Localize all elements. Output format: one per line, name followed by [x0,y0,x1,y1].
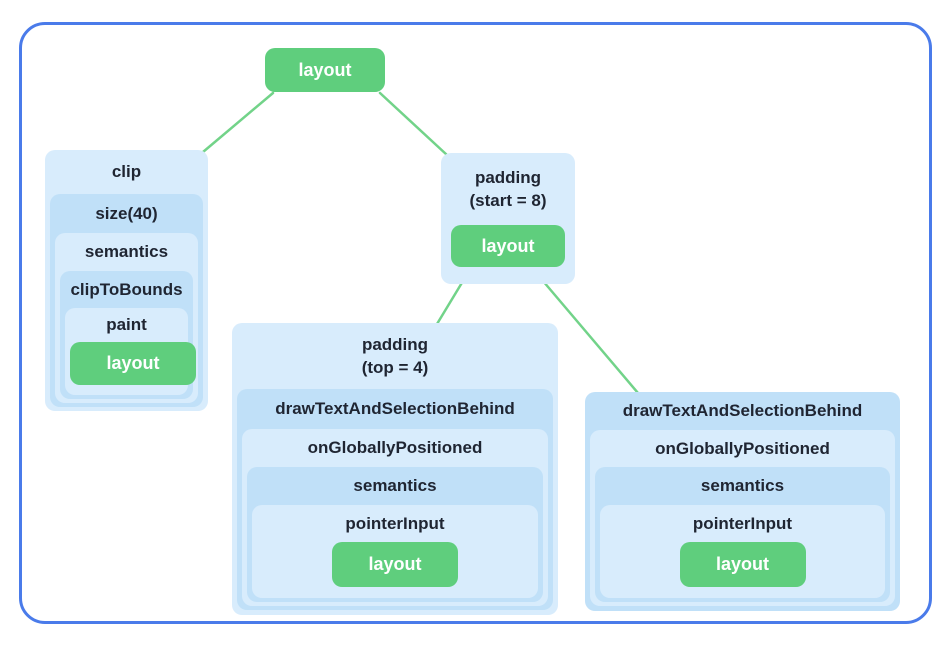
edge-root-to-clip [201,91,275,154]
node-pointerinput-right-label: pointerInput [692,513,793,533]
node-drawtext-mid: drawTextAndSelectionBehind onGloballyPos… [237,389,553,610]
node-layout-leaf-padding-top: layout [332,542,458,587]
edge-padding-start-to-drawtext [541,279,640,395]
node-padding-start-label: padding (start = 8) [446,153,570,225]
node-drawtext-mid-label: drawTextAndSelectionBehind [275,399,515,418]
node-padding-top-label: padding (top = 4) [237,323,553,389]
node-clip: clip size(40) semantics clipToBounds pai… [45,150,208,411]
node-drawtext-chain: drawTextAndSelectionBehind onGloballyPos… [585,392,900,611]
node-semantics-clip-label: semantics [84,242,169,261]
node-clip-label: clip [111,162,142,181]
node-layout-leaf-clip: layout [70,342,196,385]
node-padding-start: padding (start = 8) layout [441,153,575,284]
node-semantics-mid-label: semantics [353,476,437,495]
edge-padding-start-to-padding-top [435,279,465,326]
node-semantics-right: semantics pointerInput layout [595,467,890,602]
node-pointerinput-right: pointerInput layout [600,505,885,598]
node-pointerinput-mid-label: pointerInput [345,513,445,533]
node-ongloballypositioned-right: onGloballyPositioned semantics pointerIn… [590,430,895,606]
node-layout-leaf-padding-start: layout [451,225,565,267]
node-padding-top-label-line1: padding [361,335,429,354]
node-pointerinput-mid: pointerInput layout [252,505,538,598]
node-padding-top-chain: padding (top = 4) drawTextAndSelectionBe… [232,323,558,615]
node-padding-top-label-line2: (top = 4) [361,358,429,377]
edge-root-to-padding-start [378,91,449,157]
node-size-40-label: size(40) [95,203,158,223]
node-drawtext-right: drawTextAndSelectionBehind onGloballyPos… [585,392,900,611]
node-cliptobounds: clipToBounds paint layout [60,271,196,399]
node-drawtext-right-label: drawTextAndSelectionBehind [622,401,863,420]
node-ongloballypositioned-right-label: onGloballyPositioned [655,438,830,458]
node-clip-chain: clip size(40) semantics clipToBounds pai… [45,150,208,411]
node-semantics-clip: semantics clipToBounds paint layout [55,233,198,403]
node-semantics-right-label: semantics [700,476,785,495]
node-paint-label: paint [106,315,147,334]
node-size-40: size(40) semantics clipToBounds paint la… [50,194,203,407]
node-padding-start-label-line1: padding [474,168,542,187]
node-padding-start-box: padding (start = 8) layout [441,153,575,284]
node-padding-start-label-line2: (start = 8) [469,191,547,210]
node-padding-top: padding (top = 4) drawTextAndSelectionBe… [232,323,558,615]
node-cliptobounds-label: clipToBounds [70,279,183,299]
node-ongloballypositioned-mid: onGloballyPositioned semantics pointerIn… [242,429,548,606]
node-paint: paint layout [65,308,196,395]
node-layout-leaf-drawtext: layout [679,542,806,587]
node-semantics-mid: semantics pointerInput layout [247,467,543,602]
node-layout-root: layout [265,48,385,92]
node-ongloballypositioned-mid-label: onGloballyPositioned [307,438,483,457]
